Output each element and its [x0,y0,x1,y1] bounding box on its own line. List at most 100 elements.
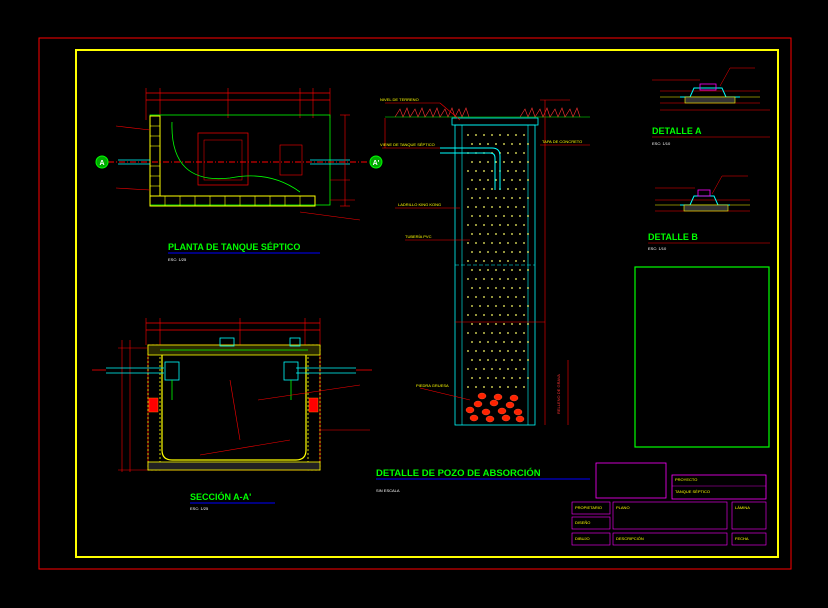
perforation-dot [507,134,509,136]
perforation-dot [479,197,481,199]
perforation-dot [515,152,517,154]
perforation-dot [491,170,493,172]
perforation-dot [475,224,477,226]
perforation-dot [523,368,525,370]
perforation-dot [511,341,513,343]
perforation-dot [515,170,517,172]
perforation-dot [479,215,481,217]
perforation-dot [527,341,529,343]
perforation-dot [475,134,477,136]
perforation-dot [483,368,485,370]
perforation-dot [507,332,509,334]
perforation-dot [467,368,469,370]
perforation-dot [483,170,485,172]
perforation-dot [471,377,473,379]
perforation-dot [491,296,493,298]
perforation-dot [507,386,509,388]
perforation-dot [475,332,477,334]
gravel-stone [497,407,507,415]
perforation-dot [487,287,489,289]
perforation-dot [487,359,489,361]
perforation-dot [475,278,477,280]
perforation-dot [479,251,481,253]
perforation-dot [515,134,517,136]
perforation-dot [471,161,473,163]
perforation-dot [471,179,473,181]
perforation-dot [467,350,469,352]
perforation-dot [523,350,525,352]
perforation-dot [511,197,513,199]
section-marker-right-label: A' [373,160,380,167]
perforation-dot [495,215,497,217]
perforation-dot [523,332,525,334]
perforation-dot [511,143,513,145]
perforation-dot [491,386,493,388]
perforation-dot [479,179,481,181]
perforation-dot [519,215,521,217]
perforation-dot [479,359,481,361]
perforation-dot [475,206,477,208]
perforation-dot [495,179,497,181]
gravel-stone [485,415,495,423]
perforation-dot [487,269,489,271]
perforation-dot [499,224,501,226]
perforation-dot [527,305,529,307]
perforation-dot [491,260,493,262]
perforation-dot [487,251,489,253]
perforation-dot [467,224,469,226]
perforation-dot [483,188,485,190]
perforation-dot [515,206,517,208]
perforation-dot [519,179,521,181]
perforation-dot [519,197,521,199]
perforation-dot [495,251,497,253]
perforation-dot [487,161,489,163]
perforation-dot [475,260,477,262]
perforation-dot [487,233,489,235]
perforation-dot [527,233,529,235]
perforation-dot [527,377,529,379]
perforation-dot [527,179,529,181]
perforation-dot [523,188,525,190]
pozo-view: NIVEL DE TERRENO VIENE DE TANQUE SÉPTICO… [380,97,590,426]
perforation-dot [519,287,521,289]
perforation-dot [507,278,509,280]
perforation-dot [527,323,529,325]
perforation-dot [467,242,469,244]
pozo-note-6: PIEDRA GRUESA [416,383,449,388]
perforation-dot [503,377,505,379]
perforation-dot [483,314,485,316]
perforation-dot [471,233,473,235]
detalle-b-scale: ESC: 1/10 [648,246,667,251]
perforation-dot [515,314,517,316]
perforation-dot [495,233,497,235]
perforation-dot [499,296,501,298]
perforation-dot [523,278,525,280]
title-date-label: FECHA [735,536,749,541]
detalle-a-view [652,67,770,111]
perforation-dot [471,251,473,253]
perforation-dot [479,287,481,289]
perforation-dot [483,332,485,334]
perforation-dot [507,260,509,262]
title-project-label: PROYECTO [675,477,697,482]
perforation-dot [499,332,501,334]
perforation-dot [495,323,497,325]
perforation-dot [483,134,485,136]
plan-view: A A' [95,88,383,221]
perforation-dot [475,350,477,352]
perforation-dot [471,143,473,145]
detalle-b-title: DETALLE B [648,232,698,242]
perforation-dot [491,332,493,334]
perforation-dot [519,251,521,253]
perforation-dot [471,215,473,217]
perforation-dot [523,152,525,154]
section-marker-left-label: A [99,160,104,167]
gravel-stone [493,393,503,401]
pozo-scale: SIN ESCALA [376,488,400,493]
perforation-dot [471,359,473,361]
perforation-dot [527,161,529,163]
perforation-dot [519,161,521,163]
perforation-dot [527,251,529,253]
perforation-dot [471,269,473,271]
